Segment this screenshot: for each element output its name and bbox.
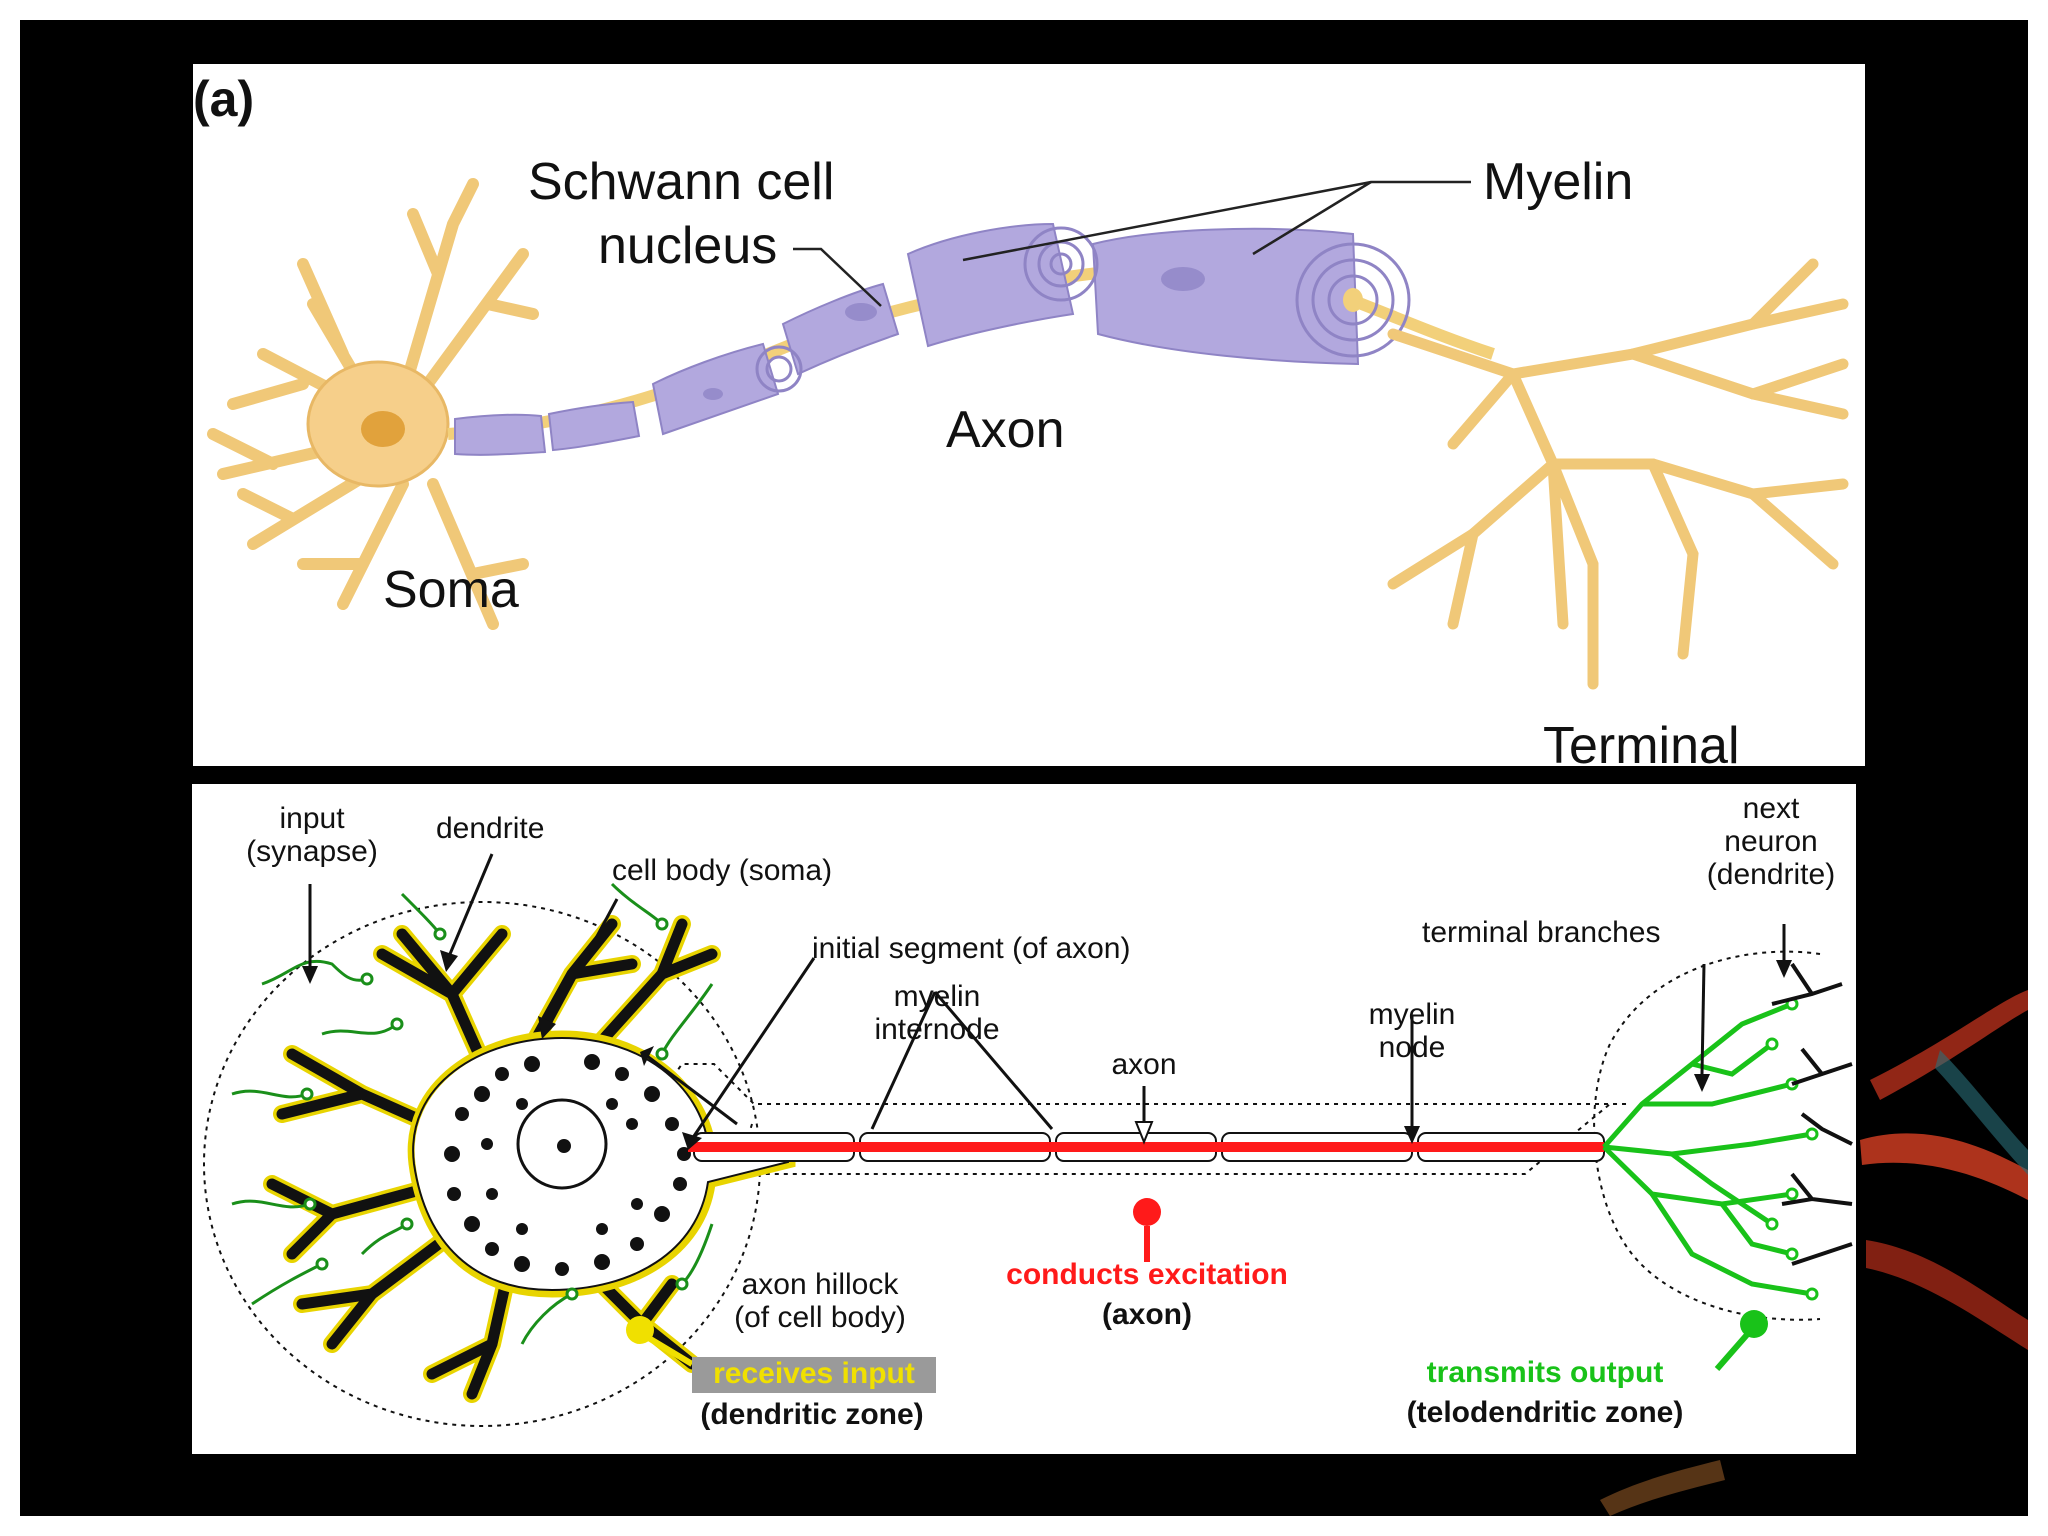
conducts-excitation-label: conducts excitation: [1006, 1258, 1288, 1291]
cell-body-granules: [444, 1054, 691, 1276]
myelin-sheath-segments: [454, 222, 1360, 456]
next-neuron-label-line3: (dendrite): [1706, 858, 1836, 891]
telodendritic-zone-label: (telodendritic zone): [1406, 1396, 1684, 1429]
receives-input-label: receives input: [713, 1357, 915, 1390]
nucleolus: [557, 1139, 571, 1153]
terminal-branches-green: [1602, 1001, 1813, 1297]
myelin-internode-label-line1: myelin: [893, 980, 981, 1013]
transmits-pin-stem: [1714, 1327, 1755, 1371]
axon-hillock-label-line2: (of cell body): [734, 1301, 906, 1334]
telodendritic-zone-outline: [1593, 950, 1821, 1321]
soma-label: Soma: [383, 561, 519, 619]
axon-label: Axon: [946, 401, 1065, 459]
neuron-illustration-graphic: [207, 178, 1849, 690]
terminal-boutons: [1765, 997, 1819, 1301]
arrow-heads: [302, 950, 1792, 1150]
axon-core-end: [1343, 288, 1363, 312]
synapse-boutons: [300, 917, 689, 1301]
next-neuron-label-line1: next: [1742, 792, 1800, 825]
next-neuron-dendrites: [1771, 962, 1853, 1266]
myelin-node-label-line1: myelin: [1368, 998, 1456, 1031]
label-arrows: [308, 853, 1786, 1140]
soma-dendrites: [207, 178, 539, 630]
pointer-lines: [793, 180, 1471, 307]
axon-zone-outline-top: [667, 1063, 1627, 1105]
myelinated-neuron-illustration: (a) Schwann cell nucleus Myelin Axon Som…: [193, 64, 1865, 766]
receives-highlight-box: [692, 1357, 936, 1393]
terminal-branches-label: terminal branches: [1422, 916, 1661, 949]
axon-zone-label: (axon): [1102, 1298, 1192, 1331]
axon-terminal-branches: [1387, 258, 1849, 690]
schwann-label-line1: Schwann cell: [528, 153, 835, 211]
neuron-zones-graphic: [203, 853, 1853, 1427]
myelin-internode-label-line2: internode: [874, 1013, 1000, 1046]
conducts-pin: [1133, 1198, 1161, 1226]
receives-pin: [626, 1316, 654, 1344]
dendritic-zone-label: (dendritic zone): [700, 1398, 924, 1431]
axon-label-b: axon: [1111, 1048, 1177, 1081]
axon-arrow-head: [1134, 1121, 1154, 1145]
next-neuron-label-line2: neuron: [1724, 825, 1818, 858]
initial-segment-label: initial segment (of axon): [812, 932, 1131, 965]
myelin-node-label-line2: node: [1378, 1031, 1446, 1064]
schwann-cell-nuclei: [703, 267, 1205, 400]
input-label-line1: input: [279, 802, 345, 835]
myelin-label: Myelin: [1483, 153, 1634, 211]
panel-tag: (a): [193, 71, 255, 127]
cell-body-label: cell body (soma): [612, 854, 833, 887]
dendrite-label: dendrite: [436, 812, 545, 845]
transmits-pin: [1740, 1310, 1768, 1338]
neuron-zones-diagram: input (synapse) dendrite cell body (soma…: [192, 784, 1856, 1454]
terminal-label: Terminal: [1543, 717, 1740, 766]
axon-hillock-label-line1: axon hillock: [741, 1268, 899, 1301]
soma-nucleus: [361, 411, 405, 447]
input-label-line2: (synapse): [246, 835, 378, 868]
transmits-output-label: transmits output: [1426, 1356, 1664, 1389]
schwann-label-line2: nucleus: [598, 217, 778, 275]
